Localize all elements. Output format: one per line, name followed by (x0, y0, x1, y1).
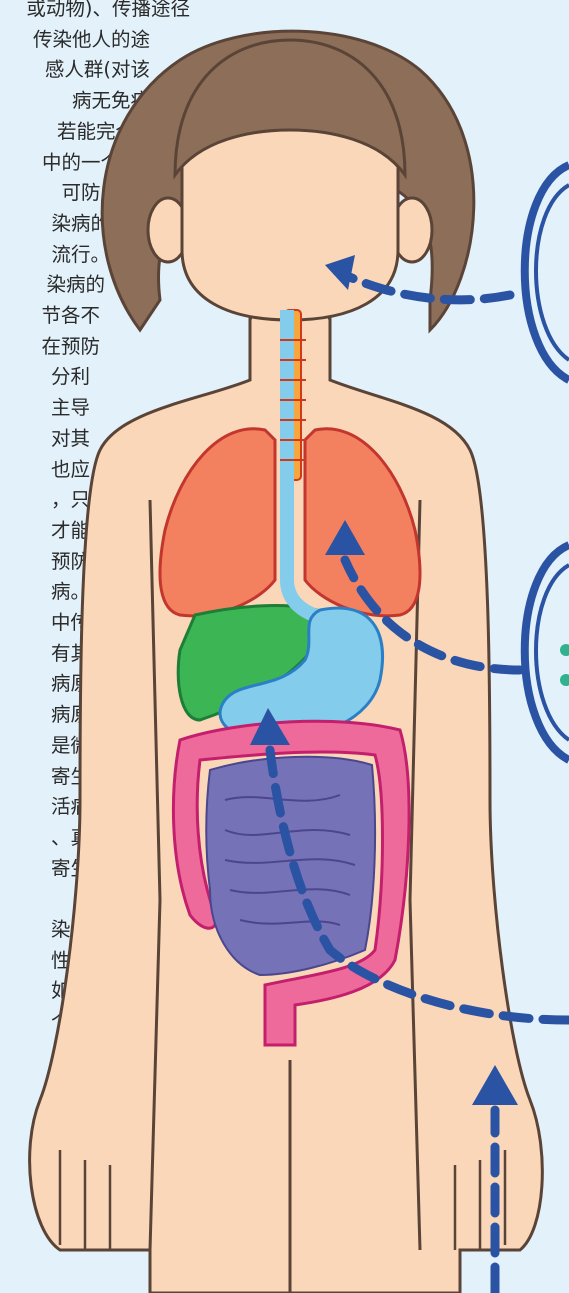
circle-badge-top-inner (536, 185, 569, 360)
green-dot (560, 674, 569, 686)
circle-badge-top (525, 165, 569, 380)
green-dot (560, 644, 569, 656)
